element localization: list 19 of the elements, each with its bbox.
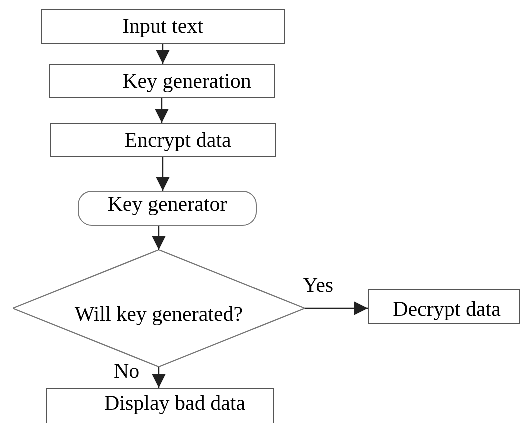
process-box [46, 388, 274, 423]
arrow [152, 367, 166, 388]
process-box [50, 123, 276, 157]
node-label: Will key generated? [74, 304, 244, 325]
arrow [152, 226, 166, 250]
node-label: Input text [122, 16, 204, 37]
arrow [305, 302, 368, 316]
arrow [156, 157, 170, 191]
terminator-box [78, 191, 257, 226]
node-label: Display bad data [104, 392, 246, 414]
node-label: Encrypt data [124, 130, 232, 150]
process-box [368, 289, 520, 324]
arrow [156, 44, 170, 64]
process-box [41, 9, 285, 44]
node-label: Decrypt data [393, 299, 501, 320]
node-label: Key generator [108, 194, 228, 215]
node-label: Key generation [122, 70, 252, 92]
arrow [155, 98, 169, 123]
process-box [49, 64, 275, 98]
